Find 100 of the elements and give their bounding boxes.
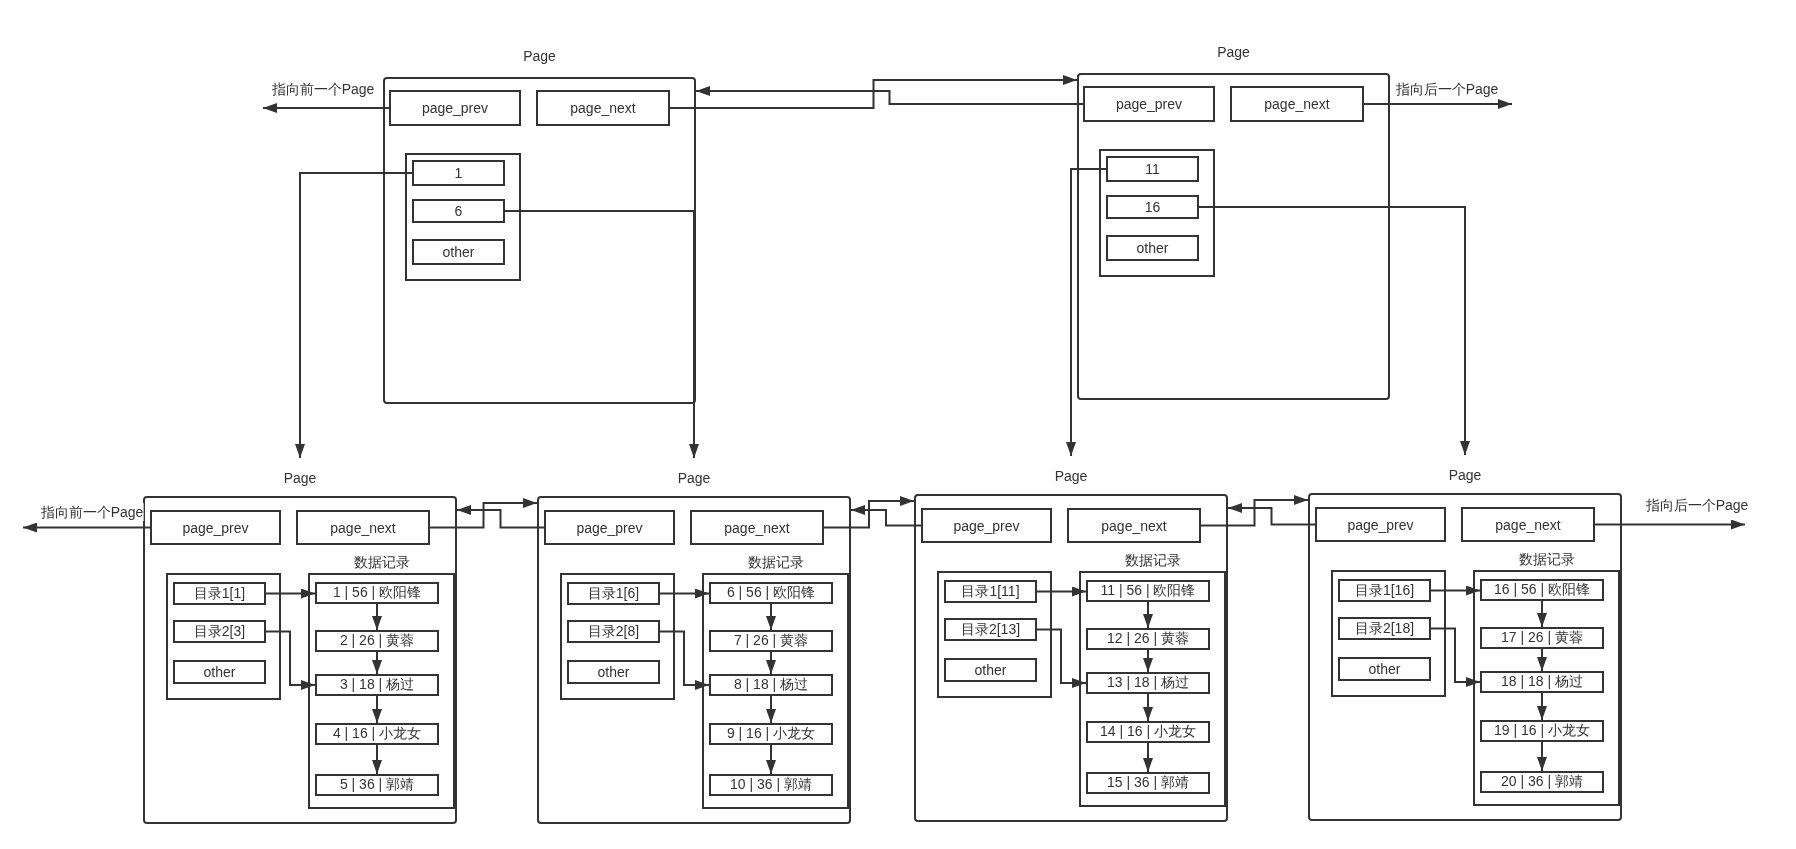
arrow (766, 651, 776, 675)
directory-entry: other (944, 658, 1037, 682)
arrow (1143, 649, 1153, 673)
page-title: Page (1217, 43, 1250, 62)
directory-entry: 6 (412, 199, 505, 223)
directory-entry: other (412, 239, 505, 265)
record-row: 11 | 56 | 欧阳锋 (1086, 580, 1210, 602)
page-title: Page (1054, 467, 1088, 486)
directory-entry: other (567, 660, 660, 684)
directory-entry: other (1338, 657, 1431, 681)
pointer-field: page_next (690, 510, 824, 545)
arrow (456, 505, 545, 529)
record-row: 18 | 18 | 杨过 (1480, 671, 1604, 693)
page-title: Page (677, 469, 711, 488)
section-title: 数据记录 (1518, 550, 1575, 569)
edge-label: 指向前一个Page (271, 80, 375, 98)
directory-entry: 目录2[18] (1338, 617, 1431, 640)
arrow (766, 695, 776, 724)
record-row: 3 | 18 | 杨过 (315, 674, 439, 696)
arrow (1227, 503, 1316, 526)
page-title: Page (523, 47, 556, 66)
directory-entry: 11 (1106, 156, 1199, 182)
page-title: Page (1448, 466, 1482, 485)
arrow (1036, 628, 1087, 688)
arrow (1036, 586, 1087, 597)
record-row: 10 | 36 | 郭靖 (709, 774, 833, 796)
pointer-field: page_prev (150, 510, 281, 545)
page-title: Page (283, 469, 317, 488)
arrow (1537, 741, 1547, 772)
arrow (659, 588, 710, 599)
arrow (372, 603, 382, 631)
directory-box (405, 153, 521, 281)
record-row: 5 | 36 | 郭靖 (315, 774, 439, 796)
pointer-field: page_next (296, 510, 430, 545)
arrow (695, 86, 1084, 105)
record-row: 6 | 56 | 欧阳锋 (709, 582, 833, 604)
pointer-field: page_prev (389, 90, 521, 126)
pointer-field: page_prev (1315, 507, 1446, 542)
edge-label: 指向后一个Page (1645, 496, 1749, 514)
arrow (1430, 627, 1481, 687)
arrow (850, 505, 922, 527)
arrow (823, 496, 915, 529)
directory-entry: 16 (1106, 195, 1199, 219)
directory-entry: 1 (412, 160, 505, 186)
pointer-field: page_prev (544, 510, 675, 545)
directory-entry: 目录1[6] (567, 582, 660, 605)
arrow (265, 588, 316, 599)
arrow (1537, 692, 1547, 721)
record-row: 16 | 56 | 欧阳锋 (1480, 579, 1604, 601)
directory-entry: 目录2[13] (944, 618, 1037, 641)
record-row: 19 | 16 | 小龙女 (1480, 720, 1604, 742)
arrow (265, 630, 316, 690)
pointer-field: page_next (1230, 86, 1364, 122)
edge-label: 指向前一个Page (40, 503, 144, 521)
record-row: 9 | 16 | 小龙女 (709, 723, 833, 745)
directory-entry: 目录2[3] (173, 620, 266, 643)
pointer-field: page_next (1461, 507, 1595, 542)
pointer-field: page_next (536, 90, 670, 126)
arrow (1430, 585, 1481, 596)
arrow (262, 103, 390, 113)
arrow (766, 603, 776, 631)
arrow (1363, 99, 1513, 109)
arrow (669, 75, 1078, 109)
arrow (1537, 600, 1547, 628)
record-row: 17 | 26 | 黄蓉 (1480, 627, 1604, 649)
arrow (372, 744, 382, 775)
record-row: 20 | 36 | 郭靖 (1480, 771, 1604, 793)
arrow (504, 210, 699, 459)
section-title: 数据记录 (1124, 551, 1181, 570)
section-title: 数据记录 (353, 553, 410, 572)
arrow (1537, 648, 1547, 672)
arrow (1143, 601, 1153, 629)
record-row: 7 | 26 | 黄蓉 (709, 630, 833, 652)
arrow (1594, 519, 1746, 530)
record-row: 12 | 26 | 黄蓉 (1086, 628, 1210, 650)
directory-entry: other (173, 660, 266, 684)
arrow (1143, 742, 1153, 773)
arrow (766, 744, 776, 775)
arrow (1066, 168, 1107, 457)
directory-box (560, 573, 675, 700)
directory-box (1099, 149, 1215, 277)
arrow (372, 695, 382, 724)
directory-entry: 目录1[1] (173, 582, 266, 605)
directory-box (166, 573, 281, 700)
arrow (372, 651, 382, 675)
section-title: 数据记录 (747, 553, 804, 572)
pointer-field: page_next (1067, 508, 1201, 543)
directory-box (1331, 570, 1446, 697)
directory-entry: 目录1[11] (944, 580, 1037, 603)
pointer-field: page_prev (921, 508, 1052, 543)
record-row: 13 | 18 | 杨过 (1086, 672, 1210, 694)
directory-entry: 目录1[16] (1338, 579, 1431, 602)
record-row: 15 | 36 | 郭靖 (1086, 772, 1210, 794)
arrow (22, 522, 151, 533)
record-row: 8 | 18 | 杨过 (709, 674, 833, 696)
record-row: 14 | 16 | 小龙女 (1086, 721, 1210, 743)
arrow (1143, 693, 1153, 722)
arrow (1200, 495, 1309, 527)
edge-label: 指向后一个Page (1395, 80, 1499, 98)
directory-entry: other (1106, 235, 1199, 261)
